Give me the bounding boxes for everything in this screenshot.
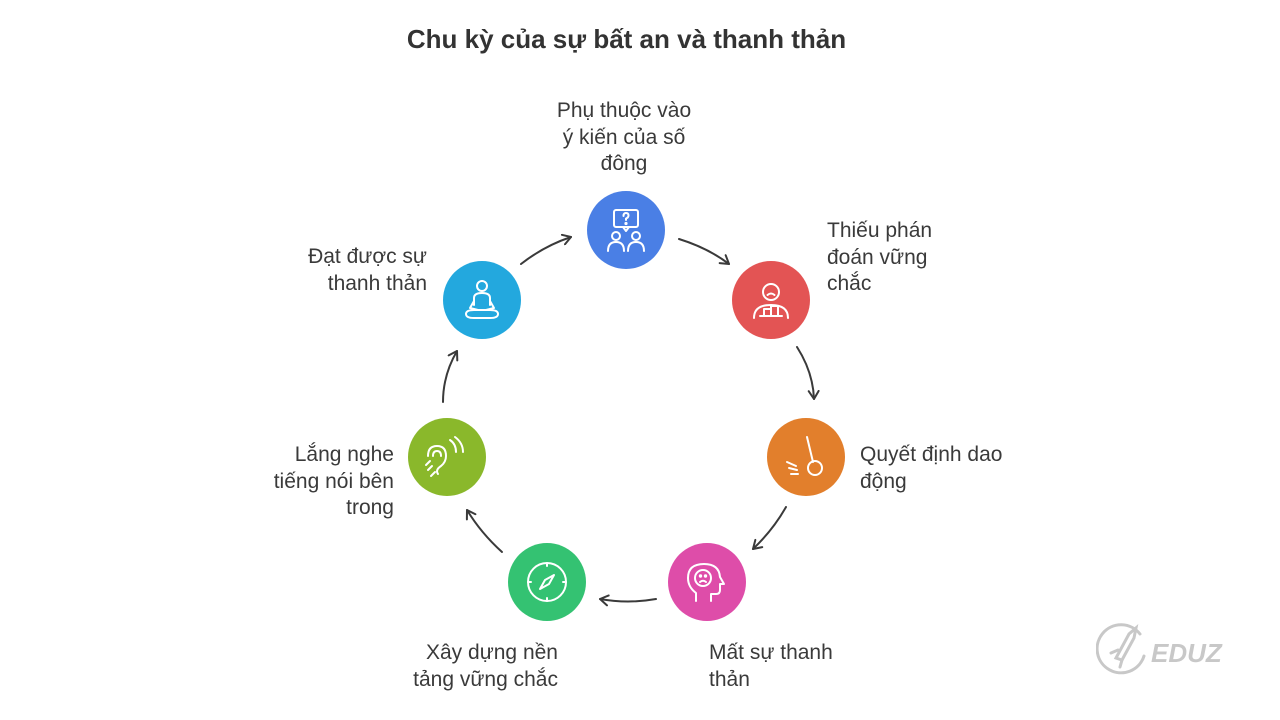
arrow-3-to-4 xyxy=(752,506,787,550)
hearing-ear-icon xyxy=(425,436,464,477)
label-listen-inner-voice: Lắng nghe tiếng nói bên trong xyxy=(273,443,394,519)
sad-person-blocks-icon xyxy=(753,283,789,319)
arrow-5-to-6 xyxy=(465,508,503,553)
sad-head-icon xyxy=(687,563,725,602)
people-question-icon xyxy=(607,209,645,252)
watermark-text: EDUZ xyxy=(1151,638,1223,668)
label-dependence-on-majority: Phụ thuộc vào ý kiến của số đông xyxy=(556,99,692,175)
arrow-4-to-5 xyxy=(599,594,657,607)
node-wavering-decisions xyxy=(767,418,845,496)
eduz-watermark-logo: EDUZ xyxy=(1096,623,1223,675)
node-achieve-serenity xyxy=(443,261,521,339)
arrow-2-to-3 xyxy=(796,346,820,400)
arrow-6-to-7 xyxy=(442,350,459,403)
node-listen-inner-voice xyxy=(408,418,486,496)
arrow-7-to-1 xyxy=(520,233,572,265)
compass-icon xyxy=(527,562,567,602)
label-achieve-serenity: Đạt được sự thanh thản xyxy=(308,245,427,295)
pendulum-icon xyxy=(786,436,823,476)
node-build-solid-foundation xyxy=(508,543,586,621)
label-loss-of-serenity: Mất sự thanh thản xyxy=(709,641,833,691)
node-dependence-on-majority xyxy=(587,191,665,269)
rocket-logo-icon xyxy=(1096,623,1146,675)
node-loss-of-serenity xyxy=(668,543,746,621)
label-lack-of-judgment: Thiếu phán đoán vững chắc xyxy=(827,219,933,295)
meditation-icon xyxy=(465,280,499,319)
diagram-title: Chu kỳ của sự bất an và thanh thản xyxy=(406,24,847,54)
label-wavering-decisions: Quyết định dao động xyxy=(860,443,1003,493)
arrow-1-to-2 xyxy=(678,238,730,265)
node-lack-of-judgment xyxy=(732,261,810,339)
label-build-solid-foundation: Xây dựng nền tảng vững chắc xyxy=(413,641,558,691)
